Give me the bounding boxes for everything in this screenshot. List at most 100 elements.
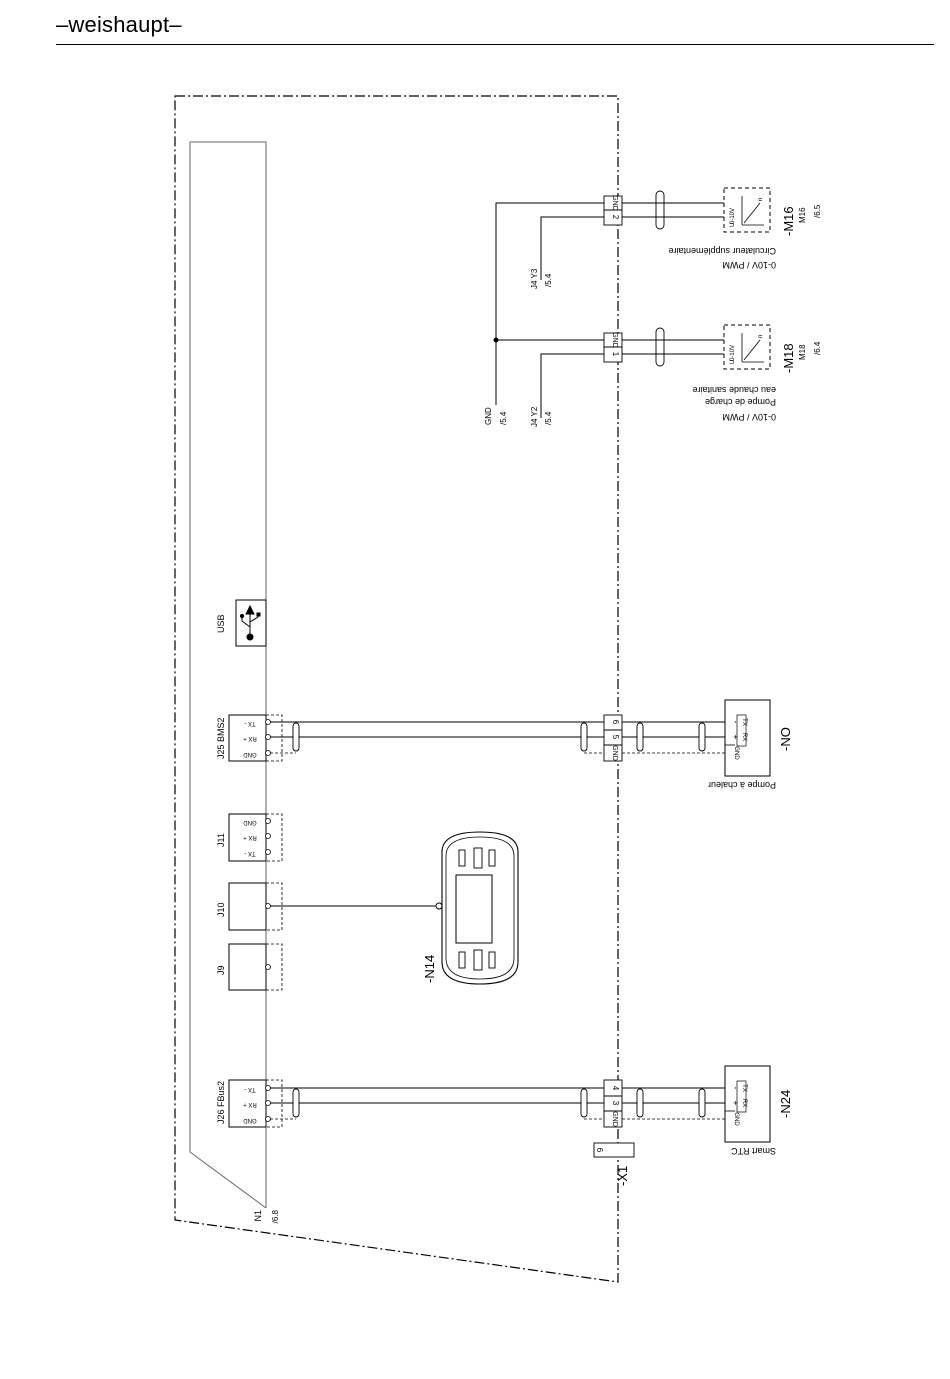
svg-text:6: 6 <box>595 1148 604 1153</box>
svg-text:U: U <box>730 360 736 364</box>
board-ref: N1 <box>253 1210 263 1222</box>
svg-text:3: 3 <box>611 1101 620 1106</box>
pump-wires <box>495 202 724 418</box>
pump-m16-desc-1: Circulateur supplémentaire <box>668 246 776 256</box>
port-j11 <box>228 813 267 862</box>
svg-text:TX -: TX - <box>244 850 255 856</box>
svg-text:n: n <box>758 198 764 201</box>
svg-text:TX -: TX - <box>244 1086 255 1092</box>
cable-shields <box>292 190 706 1118</box>
pump-m18-sub: M18 <box>798 344 807 360</box>
svg-text:GND: GND <box>611 195 618 211</box>
svg-text:RX: RX <box>741 733 747 741</box>
port-j9-label: J9 <box>216 965 226 975</box>
fbus-wires <box>270 1087 727 1104</box>
gnd-signal-label: GND <box>484 407 493 425</box>
display-ref: -N14 <box>422 955 437 983</box>
svg-text:RX +: RX + <box>243 1101 257 1107</box>
x1-terminal-block-m18 <box>603 332 623 363</box>
pump-m16-desc-2: 0-10V / PWM <box>722 260 776 270</box>
port-j10-label: J10 <box>216 902 226 917</box>
svg-text:RX: RX <box>741 1099 747 1107</box>
svg-text:U: U <box>730 223 736 227</box>
pump-m16-labels: 0-10V U n <box>730 198 764 227</box>
svg-text:1: 1 <box>611 352 620 357</box>
device-n24-desc: Smart RTC <box>731 1146 776 1156</box>
svg-text:TX -: TX - <box>244 720 255 726</box>
svg-text:+: + <box>731 1101 740 1106</box>
gnd-signal-page: /5.4 <box>499 411 508 425</box>
enclosure-outline <box>174 95 619 1283</box>
svg-text:GND: GND <box>733 1112 739 1126</box>
svg-text:TX: TX <box>741 718 747 726</box>
port-j25-label: J25 BMS2 <box>216 717 226 759</box>
gnd-stubs <box>270 752 727 1120</box>
pump-m18-labels: 0-10V U n <box>730 335 764 364</box>
x1-terminal-labels: 4 3 GND 6 5 GND GND 1 GND 2 6 <box>595 195 620 1153</box>
svg-text:GND: GND <box>243 1117 257 1123</box>
pin-labels: TX - RX + GND GND RX + TX - TX - RX + GN… <box>243 720 257 1123</box>
x1-terminal-block-lower <box>603 1079 623 1128</box>
pump-m16 <box>723 187 771 233</box>
port-usb-label: USB <box>216 614 226 633</box>
port-dash-extensions <box>266 714 283 1128</box>
bms-wires <box>270 721 727 738</box>
header-rule <box>56 44 934 45</box>
pump-m18 <box>723 324 771 370</box>
svg-text:GND: GND <box>611 332 618 348</box>
x1-terminal-block-upper <box>603 714 623 762</box>
port-j10 <box>228 882 267 931</box>
y3-signal-page: /5.4 <box>544 273 553 287</box>
pump-m18-page: /6.4 <box>813 341 822 355</box>
device-no <box>724 699 771 777</box>
y3-signal-label: J4 Y3 <box>530 268 539 289</box>
svg-text:0-10V: 0-10V <box>730 345 736 361</box>
svg-text:GND: GND <box>733 746 739 760</box>
display-connector <box>435 902 443 910</box>
port-j11-label: J11 <box>216 833 226 847</box>
device-no-labels: - + GND TX RX <box>731 714 747 760</box>
svg-text:+: + <box>731 735 740 740</box>
pin-circles <box>265 719 271 1122</box>
y2-signal-page: /5.4 <box>544 411 553 425</box>
device-no-desc: Pompe à chaleur <box>708 780 776 790</box>
device-n24 <box>724 1065 771 1143</box>
pump-m16-page: /6.5 <box>813 204 822 218</box>
device-n24-ref: -N24 <box>778 1090 793 1118</box>
board-page: /6.8 <box>271 1209 280 1223</box>
device-n24-labels: - + GND TX RX <box>731 1080 747 1126</box>
svg-text:4: 4 <box>611 1086 620 1091</box>
pump-m16-ref: -M16 <box>781 206 796 236</box>
pump-m18-desc-2: eau chaude sanitaire <box>692 385 776 395</box>
pump-m18-desc-1: Pompe de charge <box>705 397 776 407</box>
svg-text:0-10V: 0-10V <box>730 208 736 224</box>
svg-text:2: 2 <box>611 215 620 220</box>
gnd-junction <box>493 337 499 343</box>
y2-signal-label: J4 Y2 <box>530 406 539 427</box>
svg-text:6: 6 <box>611 720 620 725</box>
device-no-ref: -NO <box>778 727 793 751</box>
pump-m16-sub: M16 <box>798 207 807 223</box>
port-j26 <box>228 1079 267 1128</box>
x1-terminal-block-m16 <box>603 195 623 226</box>
controller-board <box>189 141 267 1209</box>
svg-text:GND: GND <box>243 819 257 825</box>
usb-icon <box>239 604 261 641</box>
port-j9 <box>228 943 267 991</box>
pump-m18-ref: -M18 <box>781 343 796 373</box>
svg-text:RX +: RX + <box>243 834 257 840</box>
svg-text:RX +: RX + <box>243 735 257 741</box>
svg-text:n: n <box>758 335 764 338</box>
x1-spare-terminal <box>593 1142 635 1158</box>
svg-text:GND: GND <box>243 751 257 757</box>
svg-text:GND: GND <box>611 745 618 761</box>
svg-text:-: - <box>731 721 740 724</box>
x1-ref: -X1 <box>615 1166 630 1186</box>
svg-text:GND: GND <box>611 1111 618 1127</box>
display-unit <box>441 831 519 985</box>
weishaupt-logo: –weishaupt– <box>56 12 182 37</box>
pump-m18-desc-3: 0-10V / PWM <box>722 412 776 422</box>
svg-text:-: - <box>731 1087 740 1090</box>
svg-text:TX: TX <box>741 1084 747 1092</box>
